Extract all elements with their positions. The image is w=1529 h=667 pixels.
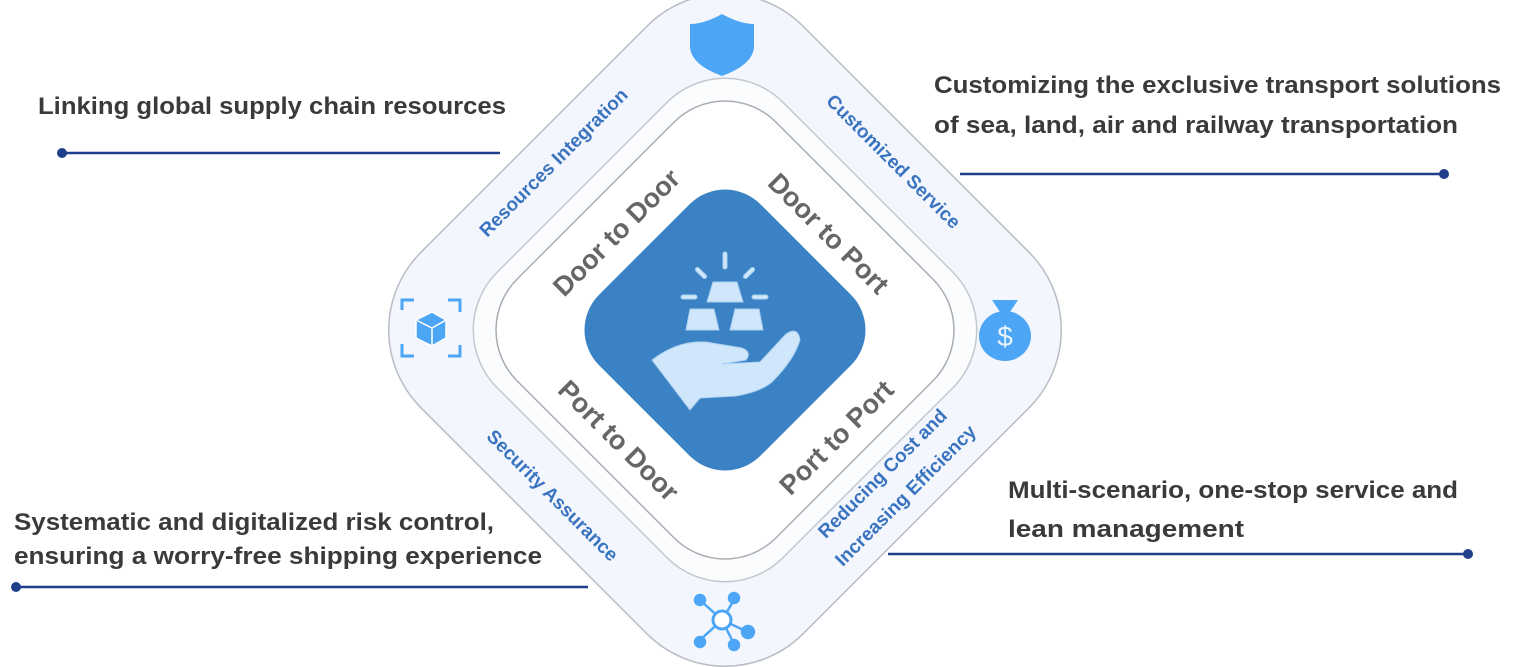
hand-gold-bars-icon <box>651 251 801 411</box>
note-text: Customizing the exclusive transport solu… <box>934 72 1501 99</box>
center-tile <box>584 189 866 471</box>
note-text: lean management <box>1008 516 1244 543</box>
connector-dot <box>1463 549 1473 559</box>
connector-dot <box>57 148 67 158</box>
box-scan-icon <box>400 298 462 358</box>
network-icon <box>693 591 756 652</box>
note-top-left: Linking global supply chain resources <box>38 93 506 158</box>
connector-dot <box>1439 169 1449 179</box>
note-text: ensuring a worry-free shipping experienc… <box>14 543 542 570</box>
note-text: of sea, land, air and railway transporta… <box>934 112 1458 139</box>
connector-dot <box>11 582 21 592</box>
note-text: Multi-scenario, one-stop service and <box>1008 477 1458 504</box>
money-bag-icon: $ <box>979 300 1031 361</box>
note-bottom-right: Multi-scenario, one-stop service and lea… <box>888 477 1473 559</box>
dollar-sign: $ <box>997 321 1013 352</box>
note-top-right: Customizing the exclusive transport solu… <box>934 72 1501 179</box>
note-text: Linking global supply chain resources <box>38 93 506 120</box>
note-bottom-left: Systematic and digitalized risk control,… <box>11 509 588 592</box>
shield-icon <box>690 14 754 76</box>
note-text: Systematic and digitalized risk control, <box>14 509 494 536</box>
